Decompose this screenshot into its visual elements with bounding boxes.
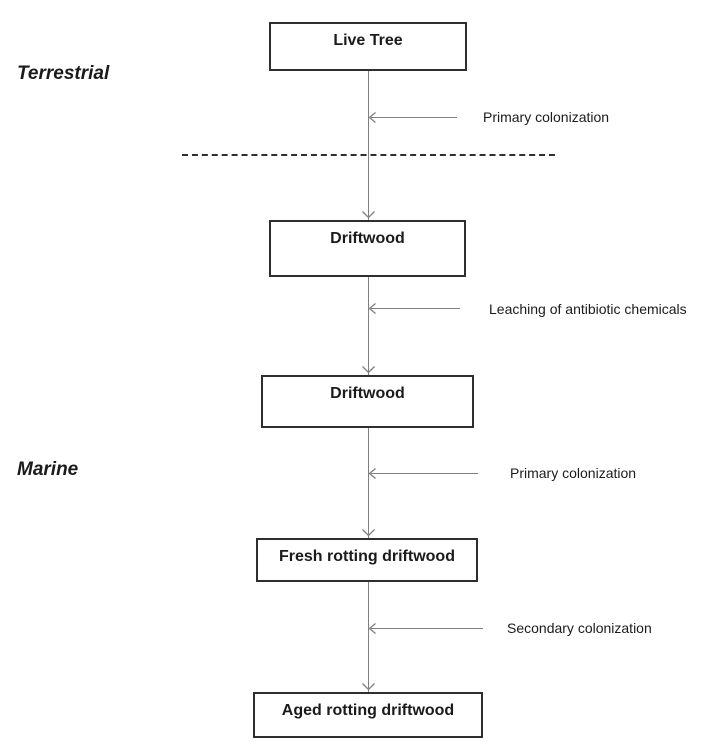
annotation-arrow-line (371, 308, 460, 309)
node-label: Driftwood (330, 230, 405, 247)
arrowhead-down-icon (362, 683, 375, 691)
node-label: Live Tree (333, 32, 403, 49)
node-label: Driftwood (330, 385, 405, 402)
annotation-arrow-line (371, 473, 478, 474)
node-label: Fresh rotting driftwood (279, 548, 455, 565)
edge-label-primary-colonization-2: Primary colonization (510, 465, 637, 481)
edge-label-secondary-colonization: Secondary colonization (507, 620, 652, 636)
connector-line (368, 582, 369, 692)
annotation-arrow-line (371, 628, 483, 629)
arrowhead-down-icon (362, 211, 375, 219)
node-driftwood-1: Driftwood (269, 220, 466, 277)
node-fresh-rotting-driftwood: Fresh rotting driftwood (256, 538, 478, 582)
arrowhead-left-icon (368, 303, 376, 314)
node-driftwood-2: Driftwood (261, 375, 474, 428)
annotation-arrow-line (371, 117, 457, 118)
node-aged-rotting-driftwood: Aged rotting driftwood (253, 692, 483, 738)
edge-label-primary-colonization-1: Primary colonization (483, 109, 610, 125)
arrowhead-down-icon (362, 529, 375, 537)
connector-line (368, 71, 369, 220)
node-label: Aged rotting driftwood (281, 702, 455, 719)
zone-label-terrestrial: Terrestrial (17, 63, 110, 84)
arrowhead-left-icon (368, 468, 376, 479)
arrowhead-left-icon (368, 112, 376, 123)
zone-label-marine: Marine (17, 459, 79, 480)
node-live-tree: Live Tree (269, 22, 467, 71)
arrowhead-left-icon (368, 623, 376, 634)
connector-line (368, 428, 369, 538)
edge-label-leaching-antibiotic-chemicals: Leaching of antibiotic chemicals (489, 301, 687, 317)
arrowhead-down-icon (362, 366, 375, 374)
connector-line (368, 277, 369, 375)
